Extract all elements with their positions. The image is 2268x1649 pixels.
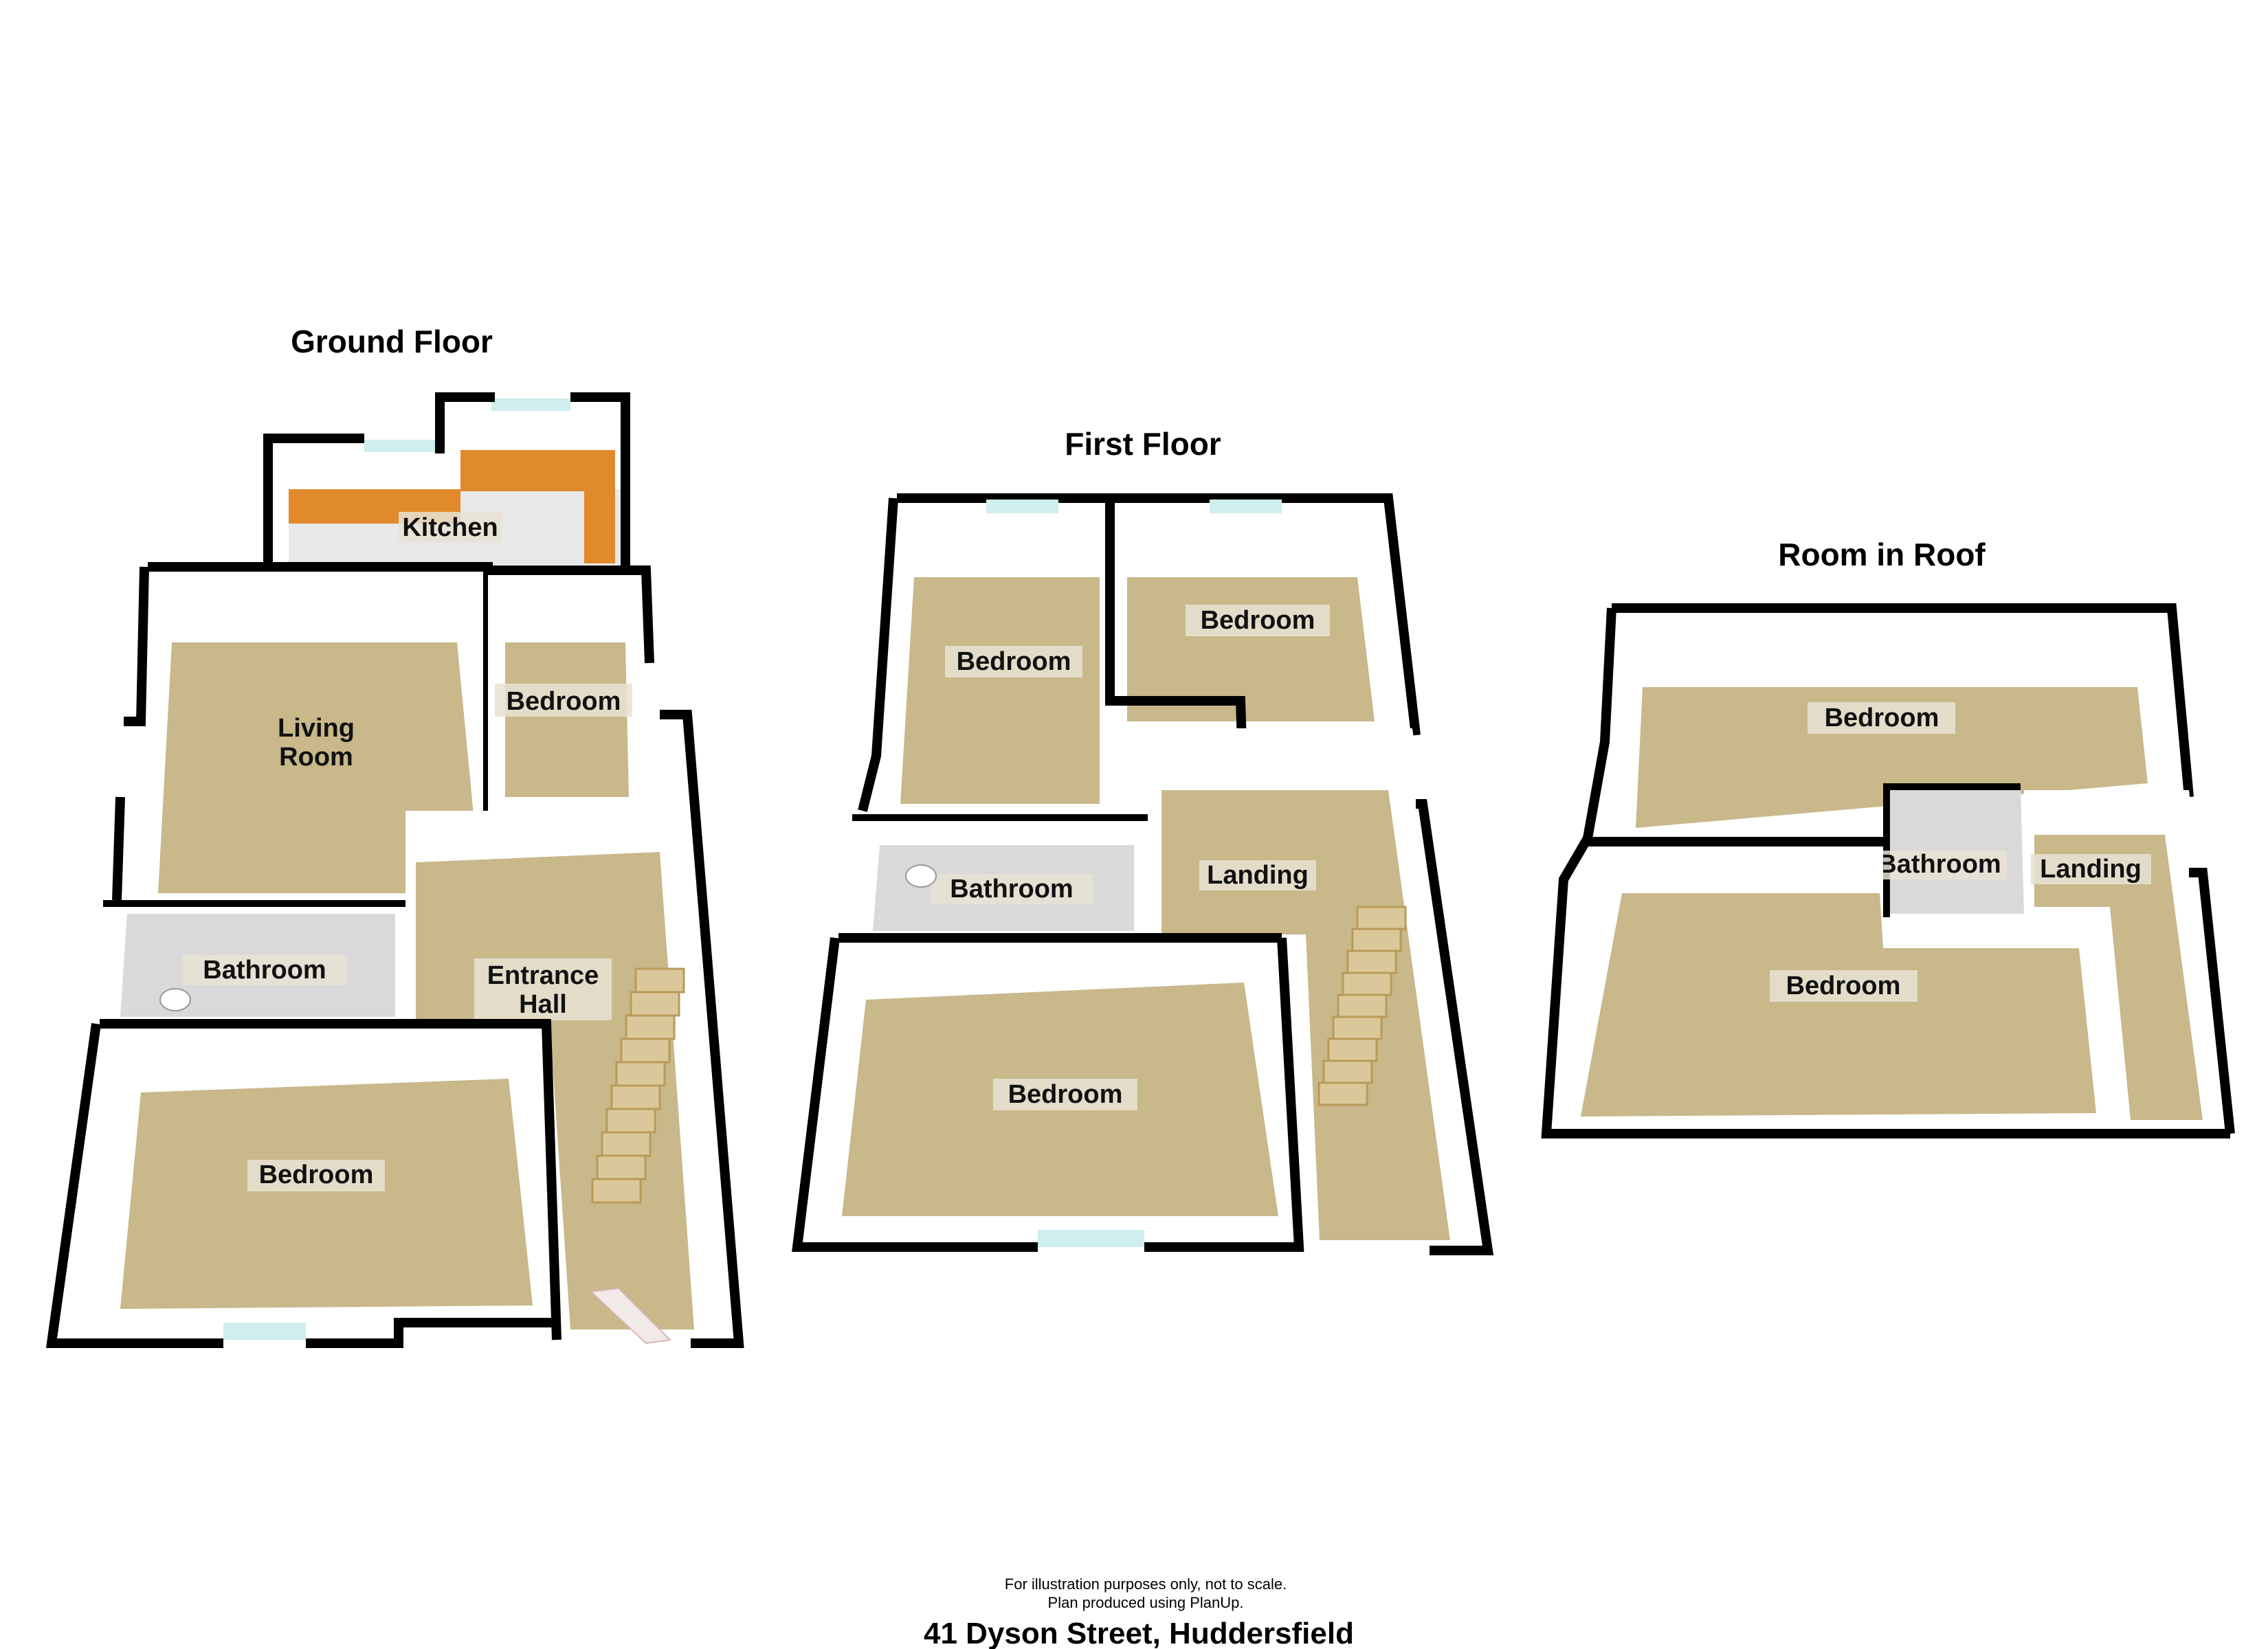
kitchen-window-icon: [491, 399, 570, 411]
first-floor-title: First Floor: [1065, 426, 1221, 462]
first-bedroom-front-window-icon: [1038, 1230, 1144, 1247]
ground-living-room-label-line1: Living: [278, 714, 355, 743]
roof-landing-label: Landing: [2040, 855, 2142, 884]
roof-landing: Landing: [2024, 790, 2235, 1134]
ground-bedroom-front-label: Bedroom: [259, 1160, 374, 1189]
first-bedroom-right-window-icon: [1210, 500, 1282, 513]
first-bedroom-right-label: Bedroom: [1201, 606, 1315, 635]
first-bedroom-front: Bedroom: [792, 933, 1304, 1252]
first-landing-label: Landing: [1207, 861, 1309, 890]
first-bedroom-left: Bedroom: [858, 493, 1110, 812]
roof-floor-title: Room in Roof: [1778, 537, 1986, 572]
first-bedroom-right: Bedroom: [1105, 493, 1421, 808]
ground-floor-title: Ground Floor: [291, 324, 493, 359]
roof-bathroom: Bathroom: [1873, 783, 2024, 917]
first-bedroom-left-label: Bedroom: [957, 647, 1071, 676]
first-bedroom-front-label: Bedroom: [1008, 1080, 1123, 1109]
toilet-icon: [905, 864, 937, 888]
first-stairs: [1318, 906, 1407, 1106]
ground-floor-plan: Ground Floor Kitchen Living Room: [45, 324, 744, 1348]
roof-bedroom-bottom: Bedroom: [1541, 835, 2230, 1138]
ground-bedroom-back-label: Bedroom: [507, 687, 621, 716]
first-floor-plan: First Floor Bedroom Bedroom: [792, 426, 1494, 1255]
first-landing: Landing: [1148, 728, 1494, 1255]
ground-bedroom-back: Bedroom: [488, 565, 654, 811]
ground-entrance-hall-label-line2: Hall: [519, 990, 567, 1019]
ground-entrance-hall: Entrance Hall: [405, 710, 744, 1348]
roof-bedroom-top-label: Bedroom: [1825, 704, 1939, 732]
roof-bathroom-label: Bathroom: [1878, 850, 2001, 879]
first-bathroom-label: Bathroom: [950, 875, 1073, 904]
ground-bedroom-window-icon: [223, 1323, 306, 1340]
disclaimer-line1: For illustration purposes only, not to s…: [1005, 1575, 1287, 1593]
toilet-icon: [159, 988, 191, 1011]
disclaimer-line2: Plan produced using PlanUp.: [1048, 1594, 1244, 1611]
first-bathroom: Bathroom: [838, 814, 1148, 938]
roof-bedroom-bottom-label: Bedroom: [1786, 972, 1901, 1000]
front-door-icon: [589, 1287, 672, 1345]
ground-stairs: [591, 967, 685, 1204]
ground-entrance-hall-label-line1: Entrance: [487, 961, 599, 990]
ground-bedroom-front: Bedroom: [45, 1019, 562, 1348]
ground-living-room-label-line2: Room: [279, 743, 353, 772]
roof-floor-plan: Room in Roof Bedroom Bathroom Landing: [1541, 537, 2235, 1138]
first-bedroom-left-window-icon: [986, 500, 1058, 513]
ground-bathroom-label: Bathroom: [203, 956, 326, 985]
ground-kitchen: Kitchen: [263, 392, 641, 607]
footer: For illustration purposes only, not to s…: [924, 1575, 1354, 1649]
ground-bathroom: Bathroom: [100, 900, 405, 1024]
ground-kitchen-label: Kitchen: [402, 513, 498, 542]
kitchen-window-icon: [364, 440, 440, 452]
property-address: 41 Dyson Street, Huddersfield: [924, 1617, 1354, 1649]
